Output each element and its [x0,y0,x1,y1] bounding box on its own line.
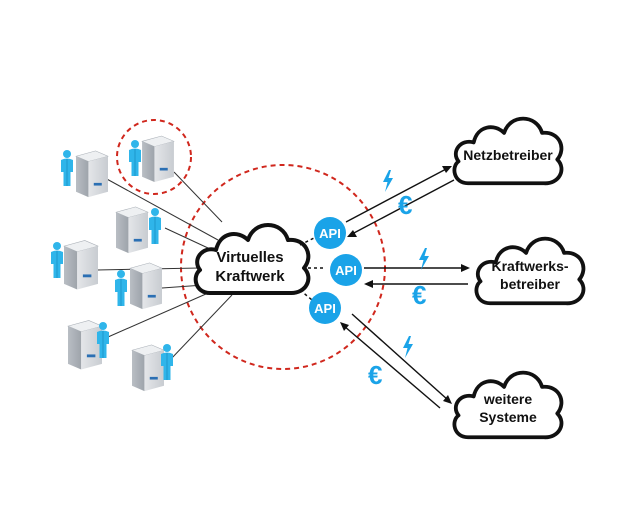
partner-label-line2: Systeme [479,409,537,425]
distributed-units [50,135,175,392]
partner-cloud-kraftwerksbetreiber: Kraftwerks- betreiber [474,236,586,306]
partner-label-line1: weitere [483,391,532,407]
partner-cloud-netzbetreiber: Netzbetreiber [452,116,564,186]
center-cloud-label-line2: Kraftwerk [215,268,285,285]
partner-cloud-weitere-systeme: weitere Systeme [452,370,564,440]
virtual-power-plant-boundary [180,164,386,370]
unit-group-3 [115,206,162,254]
person-icon [50,241,64,279]
unit-group-6 [67,319,110,371]
generator-unit-icon [63,239,99,291]
api-connectors [299,236,326,301]
euro-icon: € [368,360,382,390]
flow-icons: € € € [368,170,429,390]
partner-label-line2: betreiber [500,276,560,292]
highlighted-unit-boundary [116,119,192,195]
person-icon [60,149,74,187]
api-badge-3: API [309,292,341,324]
generator-unit-icon [141,135,175,183]
generator-unit-icon [129,262,163,310]
lightning-icon [383,170,393,192]
partner-label-line1: Kraftwerks- [491,258,568,274]
center-cloud: Virtuelles Kraftwerk [193,223,311,296]
person-icon [148,207,162,245]
unit-group-7 [131,343,174,392]
center-cloud-label-line1: Virtuelles [216,249,283,266]
euro-icon: € [412,280,426,310]
lightning-icon [419,248,429,270]
flow-arrows [340,166,470,409]
generator-unit-icon [131,344,165,392]
api-badge-2: API [330,254,362,286]
person-icon [128,139,142,177]
generator-unit-icon [115,206,149,254]
unit-group-4 [50,239,99,291]
partner-label-line1: Netzbetreiber [463,147,553,163]
euro-icon: € [398,190,412,220]
api-badge-label: API [314,301,336,316]
person-icon [114,269,128,307]
generator-unit-icon [67,319,103,371]
unit-group-1 [60,149,109,198]
lightning-icon [403,336,413,358]
api-badge-label: API [335,263,357,278]
generator-unit-icon [75,150,109,198]
unit-group-highlighted [128,135,175,183]
api-badge-label: API [319,226,341,241]
api-badge-1: API [314,217,346,249]
